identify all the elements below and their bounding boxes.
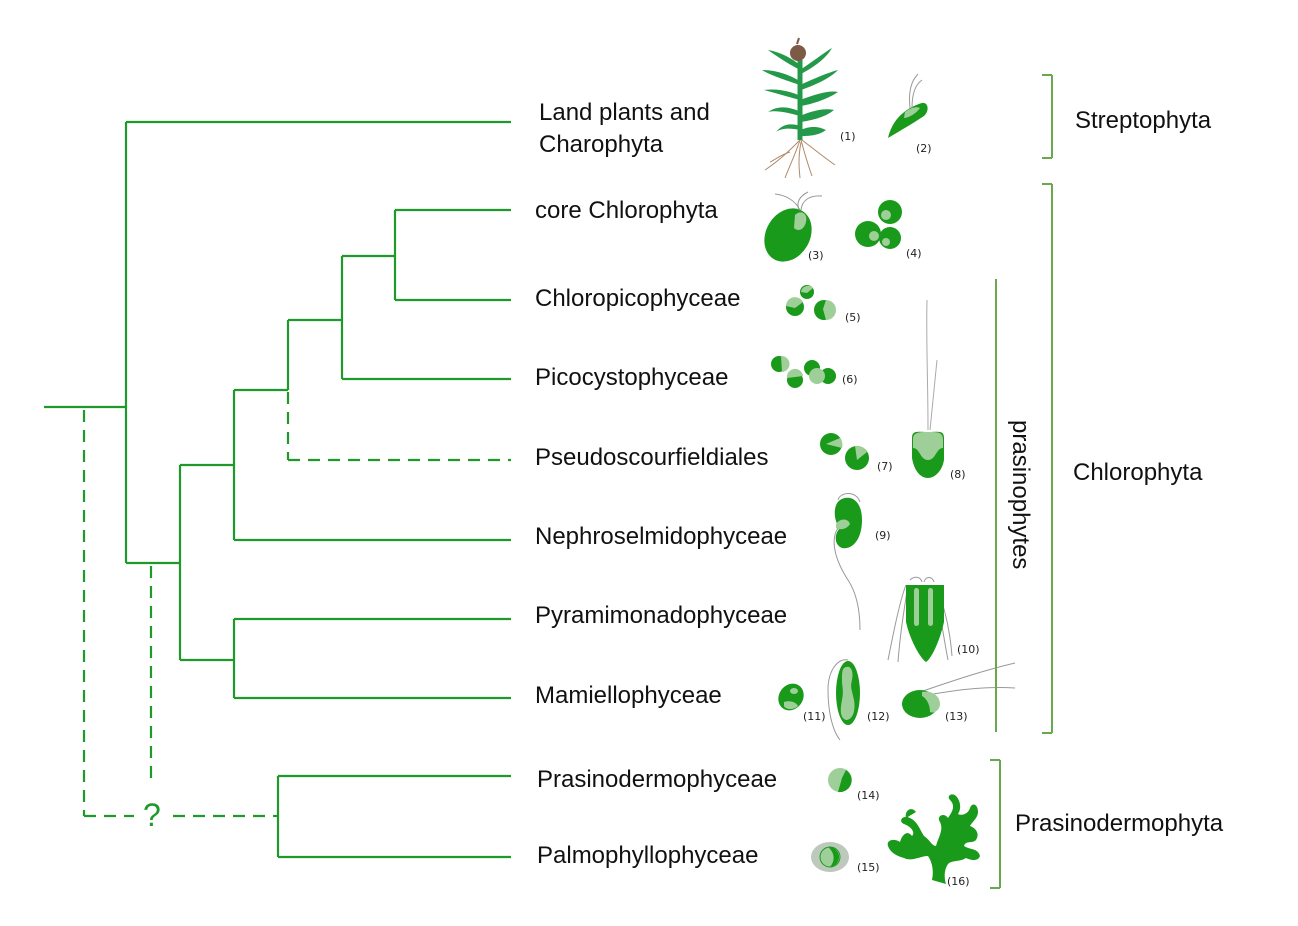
illustration-1-moss-icon	[762, 37, 838, 179]
illustration-6-picocystis-icon	[771, 355, 836, 388]
illustrations	[762, 37, 1016, 884]
taxon-label-nephroselmidophyceae: Nephroselmidophyceae	[535, 523, 788, 550]
illustration-number: (15)	[857, 861, 880, 874]
illustration-7-pseudoscourfieldia-icon	[820, 433, 869, 470]
taxon-label-palmophyllophyceae: Palmophyllophyceae	[537, 842, 759, 869]
illustration-3-chlamydomonas-icon	[764, 191, 823, 262]
illustration-13-mantoniella-icon	[902, 662, 1016, 718]
taxon-label-line: Land plants and	[539, 99, 710, 126]
illustration-number: (16)	[947, 875, 970, 888]
illustration-16-palmophyllum-thallus-icon	[887, 794, 980, 884]
taxon-label-pyramimonadophyceae: Pyramimonadophyceae	[535, 602, 788, 629]
taxon-label-picocystophyceae: Picocystophyceae	[535, 364, 729, 391]
taxon-label-chloropicophyceae: Chloropicophyceae	[535, 285, 741, 312]
illustration-12-dolichomastix-icon	[827, 659, 860, 741]
taxon-label-pseudoscourfieldiales: Pseudoscourfieldiales	[535, 444, 769, 471]
clade-label-chlorophyta: Chlorophyta	[1073, 459, 1203, 486]
taxon-label-land-plants: Land plants and Charophyta	[539, 97, 710, 161]
clade-label-prasinodermophyta: Prasinodermophyta	[1015, 810, 1224, 837]
taxon-label-line: Charophyta	[539, 131, 664, 158]
illustration-14-prasinoderma-icon	[828, 768, 852, 793]
clade-brackets	[990, 74, 1053, 889]
taxon-label-prasinodermophyceae: Prasinodermophyceae	[537, 766, 778, 793]
taxon-label-core-chlorophyta: core Chlorophyta	[535, 197, 718, 224]
illustration-number: (2)	[916, 142, 932, 155]
illustration-11-micromonas-icon	[778, 683, 804, 711]
illustration-number: (10)	[957, 643, 980, 656]
illustration-number: (9)	[875, 529, 891, 542]
illustration-number: (11)	[803, 710, 826, 723]
illustration-4-coccoid-cells-icon	[855, 200, 902, 249]
illustration-2-charophyte-cell-icon	[888, 73, 928, 138]
illustration-number: (13)	[945, 710, 968, 723]
illustration-number: (14)	[857, 789, 880, 802]
illustration-number: (3)	[808, 249, 824, 262]
illustration-number: (12)	[867, 710, 890, 723]
illustration-number: (6)	[842, 373, 858, 386]
taxon-label-mamiellophyceae: Mamiellophyceae	[535, 682, 722, 709]
clade-label-prasinophytes: prasinophytes	[1007, 420, 1034, 570]
uncertain-placement-marker: ?	[143, 797, 161, 833]
illustration-number: (7)	[877, 460, 893, 473]
illustration-5-picoplankton-icon	[786, 285, 836, 320]
illustration-number: (1)	[840, 130, 856, 143]
illustration-number: (5)	[845, 311, 861, 324]
illustration-10-pyramimonas-icon	[887, 576, 953, 663]
clade-label-streptophyta: Streptophyta	[1075, 107, 1212, 134]
illustration-numbers: (1) (2) (3) (4) (5) (6) (7) (8) (9) (10)…	[803, 130, 980, 888]
illustration-number: (8)	[950, 468, 966, 481]
illustration-9-nephroselmis-icon	[833, 493, 862, 631]
illustration-number: (4)	[906, 247, 922, 260]
tree-branches	[44, 120, 511, 859]
illustration-15-palmophyllum-icon	[811, 842, 849, 872]
illustration-8-flagellate-icon	[912, 299, 944, 478]
